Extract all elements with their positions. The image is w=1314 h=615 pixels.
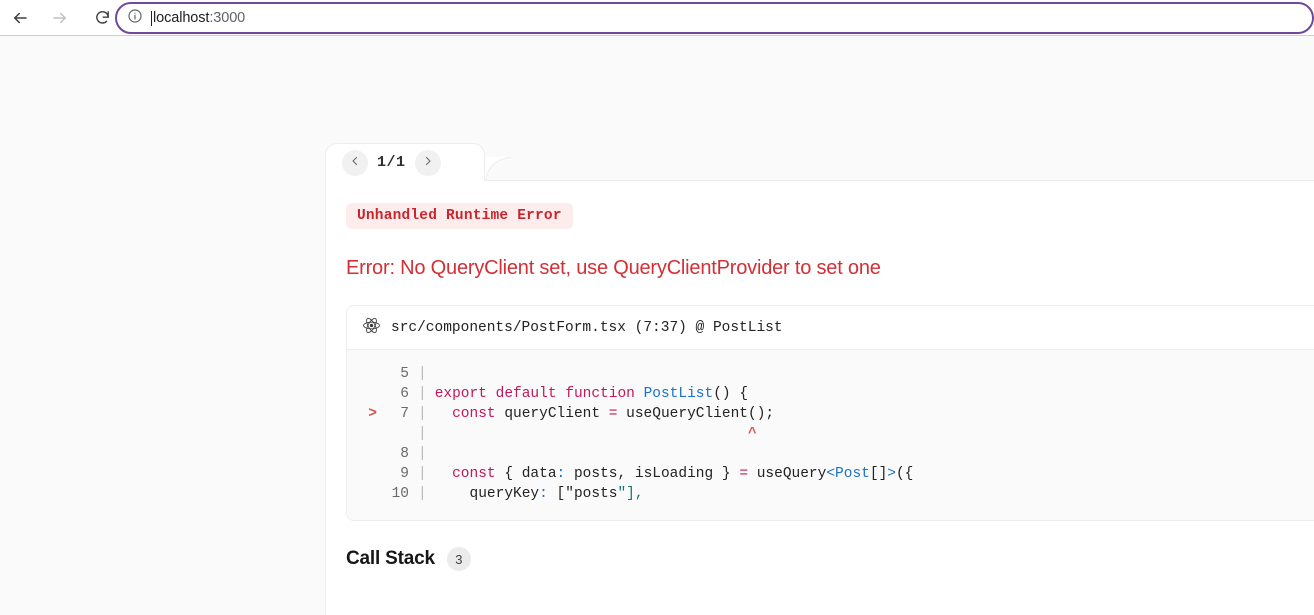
error-line-marker: > <box>368 406 377 422</box>
code-line: | ^ <box>347 424 1314 444</box>
code-line-content: ^ <box>747 426 757 442</box>
browser-chrome: localhost:3000 <box>0 0 1314 36</box>
error-dialog: Unhandled Runtime Error Error: No QueryC… <box>325 180 1314 615</box>
code-frame-file-path: src/components/PostForm.tsx (7:37) @ Pos… <box>391 319 783 336</box>
code-line-content: queryKey: ["posts"], <box>469 486 644 502</box>
reload-icon <box>94 9 111 26</box>
address-bar-text: localhost:3000 <box>153 10 245 26</box>
code-line: 10 | queryKey: ["posts"], <box>347 484 1314 504</box>
url-port: :3000 <box>209 10 246 26</box>
address-bar[interactable]: localhost:3000 <box>115 2 1314 34</box>
gutter-divider: | <box>418 426 427 442</box>
error-count-label: 1/1 <box>377 154 406 171</box>
code-line-content: const { data: posts, isLoading } = useQu… <box>452 466 914 482</box>
code-line-number: 10 <box>391 486 409 502</box>
arrow-right-icon <box>51 9 69 27</box>
call-stack-count-badge: 3 <box>446 547 471 571</box>
url-host: localhost <box>153 10 210 26</box>
code-frame: src/components/PostForm.tsx (7:37) @ Pos… <box>346 305 1314 521</box>
nextjs-error-overlay: 1/1 Unhandled Runtime Error Error: No Qu… <box>325 143 1314 615</box>
arrow-left-icon <box>11 9 29 27</box>
code-line-number: 8 <box>400 446 409 462</box>
code-line: 5| <box>347 364 1314 384</box>
code-line: 8| <box>347 444 1314 464</box>
browser-reload-button[interactable] <box>86 2 118 34</box>
previous-error-button[interactable] <box>342 149 368 176</box>
gutter-divider: | <box>418 466 427 482</box>
call-stack-title: Call Stack <box>346 548 435 569</box>
error-message: Error: No QueryClient set, use QueryClie… <box>346 257 881 279</box>
code-line-content: export default function PostList() { <box>434 386 749 402</box>
info-circle-icon[interactable] <box>127 8 143 29</box>
gutter-divider: | <box>418 406 427 422</box>
chevron-left-icon <box>349 155 361 170</box>
chevron-right-icon <box>422 155 434 170</box>
gutter-divider: | <box>418 386 427 402</box>
code-line: >7 | const queryClient = useQueryClient()… <box>347 404 1314 424</box>
code-line-content: const queryClient = useQueryClient(); <box>452 406 775 422</box>
code-line: 9 | const { data: posts, isLoading } = us… <box>347 464 1314 484</box>
code-line-number: 7 <box>400 406 409 422</box>
code-frame-lines: 5|6|export default function PostList() {… <box>347 350 1314 520</box>
error-pagination-tab: 1/1 <box>325 143 485 181</box>
tab-curve-decoration <box>485 157 511 181</box>
react-logo-icon <box>362 316 381 340</box>
next-error-button[interactable] <box>414 149 441 176</box>
browser-forward-button[interactable] <box>44 2 76 34</box>
gutter-divider: | <box>418 486 427 502</box>
page-viewport: 1/1 Unhandled Runtime Error Error: No Qu… <box>0 36 1314 615</box>
code-line: 6 | export default function PostList() { <box>347 384 1314 404</box>
code-line-number: 9 <box>400 466 409 482</box>
browser-back-button[interactable] <box>4 2 36 34</box>
code-frame-header[interactable]: src/components/PostForm.tsx (7:37) @ Pos… <box>347 306 1314 350</box>
code-line-number: 6 <box>400 386 409 402</box>
code-line-number: 5 <box>400 366 409 382</box>
text-cursor <box>151 10 152 26</box>
gutter-divider: | <box>418 446 427 462</box>
gutter-divider: | <box>418 366 427 382</box>
error-type-badge: Unhandled Runtime Error <box>346 203 573 229</box>
call-stack-section: Call Stack 3 Show 1 ignored frame <box>346 547 1314 571</box>
